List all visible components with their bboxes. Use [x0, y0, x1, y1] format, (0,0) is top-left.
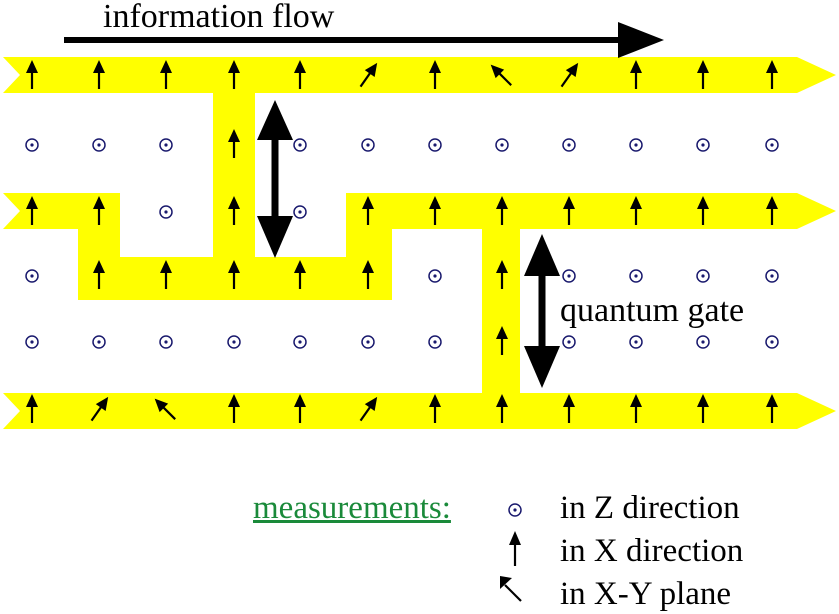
z-measurement-icon	[293, 138, 307, 152]
x-measurement-icon	[429, 394, 441, 423]
z-measurement-icon	[361, 335, 375, 349]
qubit-wires	[3, 57, 836, 429]
z-measurement-icon	[562, 335, 576, 349]
z-measurement-icon	[428, 138, 442, 152]
wire-2	[3, 93, 836, 300]
x-measurement-icon	[228, 60, 240, 89]
z-measurement-icon	[629, 269, 643, 283]
z-measurement-icon	[92, 335, 106, 349]
z-measurement-icon	[562, 269, 576, 283]
legend-xy-text: in X-Y plane	[560, 576, 732, 612]
measurement-symbols	[25, 60, 779, 423]
z-dot-icon	[508, 503, 522, 517]
gate-arrow-left	[257, 100, 293, 258]
x-measurement-icon	[294, 394, 306, 423]
x-measurement-icon	[766, 196, 778, 225]
x-arrow-icon	[509, 531, 521, 566]
xy-measurement-icon	[359, 396, 378, 422]
z-measurement-icon	[293, 335, 307, 349]
z-measurement-icon	[159, 205, 173, 219]
xy-arrow-icon	[500, 576, 522, 602]
xy-measurement-icon	[490, 64, 512, 86]
x-measurement-icon	[160, 60, 172, 89]
legend-x-text: in X direction	[560, 533, 744, 569]
wire-3	[3, 229, 836, 429]
z-measurement-icon	[428, 335, 442, 349]
xy-measurement-icon	[359, 62, 378, 88]
x-measurement-icon	[697, 196, 709, 225]
quantum-gate-label: quantum gate	[560, 292, 745, 329]
z-measurement-icon	[159, 335, 173, 349]
x-measurement-icon	[496, 326, 508, 355]
information-flow-arrow	[64, 22, 664, 58]
z-measurement-icon	[92, 138, 106, 152]
z-measurement-icon	[495, 138, 509, 152]
x-measurement-icon	[362, 196, 374, 225]
z-measurement-icon	[227, 335, 241, 349]
z-measurement-icon	[765, 335, 779, 349]
x-measurement-icon	[429, 196, 441, 225]
x-measurement-icon	[26, 394, 38, 423]
z-measurement-icon	[765, 269, 779, 283]
x-measurement-icon	[496, 394, 508, 423]
legend-title: measurements:	[253, 490, 451, 526]
x-measurement-icon	[160, 260, 172, 289]
x-measurement-icon	[93, 260, 105, 289]
z-measurement-icon	[765, 138, 779, 152]
x-measurement-icon	[228, 260, 240, 289]
x-measurement-icon	[228, 394, 240, 423]
xy-measurement-icon	[560, 62, 579, 88]
z-measurement-icon	[293, 205, 307, 219]
quantum-gate-arrow	[524, 234, 560, 388]
z-measurement-icon	[25, 138, 39, 152]
wire-1	[3, 57, 836, 93]
x-measurement-icon	[362, 260, 374, 289]
x-measurement-icon	[93, 60, 105, 89]
x-measurement-icon	[228, 129, 240, 158]
z-measurement-icon	[696, 138, 710, 152]
x-measurement-icon	[766, 394, 778, 423]
x-measurement-icon	[630, 60, 642, 89]
x-measurement-icon	[228, 196, 240, 225]
z-measurement-icon	[696, 269, 710, 283]
x-measurement-icon	[563, 394, 575, 423]
x-measurement-icon	[766, 60, 778, 89]
x-measurement-icon	[697, 394, 709, 423]
z-measurement-icon	[629, 335, 643, 349]
x-measurement-icon	[496, 196, 508, 225]
x-measurement-icon	[294, 60, 306, 89]
z-measurement-icon	[25, 269, 39, 283]
x-measurement-icon	[26, 196, 38, 225]
information-flow-label: information flow	[103, 0, 335, 35]
z-measurement-icon	[159, 138, 173, 152]
x-measurement-icon	[429, 60, 441, 89]
z-measurement-icon	[25, 335, 39, 349]
x-measurement-icon	[630, 196, 642, 225]
x-measurement-icon	[630, 394, 642, 423]
legend-z-text: in Z direction	[560, 490, 740, 526]
z-measurement-icon	[562, 138, 576, 152]
legend-symbols	[500, 503, 522, 602]
z-measurement-icon	[629, 138, 643, 152]
z-measurement-icon	[361, 138, 375, 152]
z-measurement-icon	[696, 335, 710, 349]
xy-measurement-icon	[154, 398, 176, 420]
x-measurement-icon	[294, 260, 306, 289]
x-measurement-icon	[697, 60, 709, 89]
x-measurement-icon	[93, 196, 105, 225]
xy-measurement-icon	[90, 396, 109, 422]
x-measurement-icon	[496, 260, 508, 289]
x-measurement-icon	[26, 60, 38, 89]
z-measurement-icon	[428, 269, 442, 283]
x-measurement-icon	[563, 196, 575, 225]
